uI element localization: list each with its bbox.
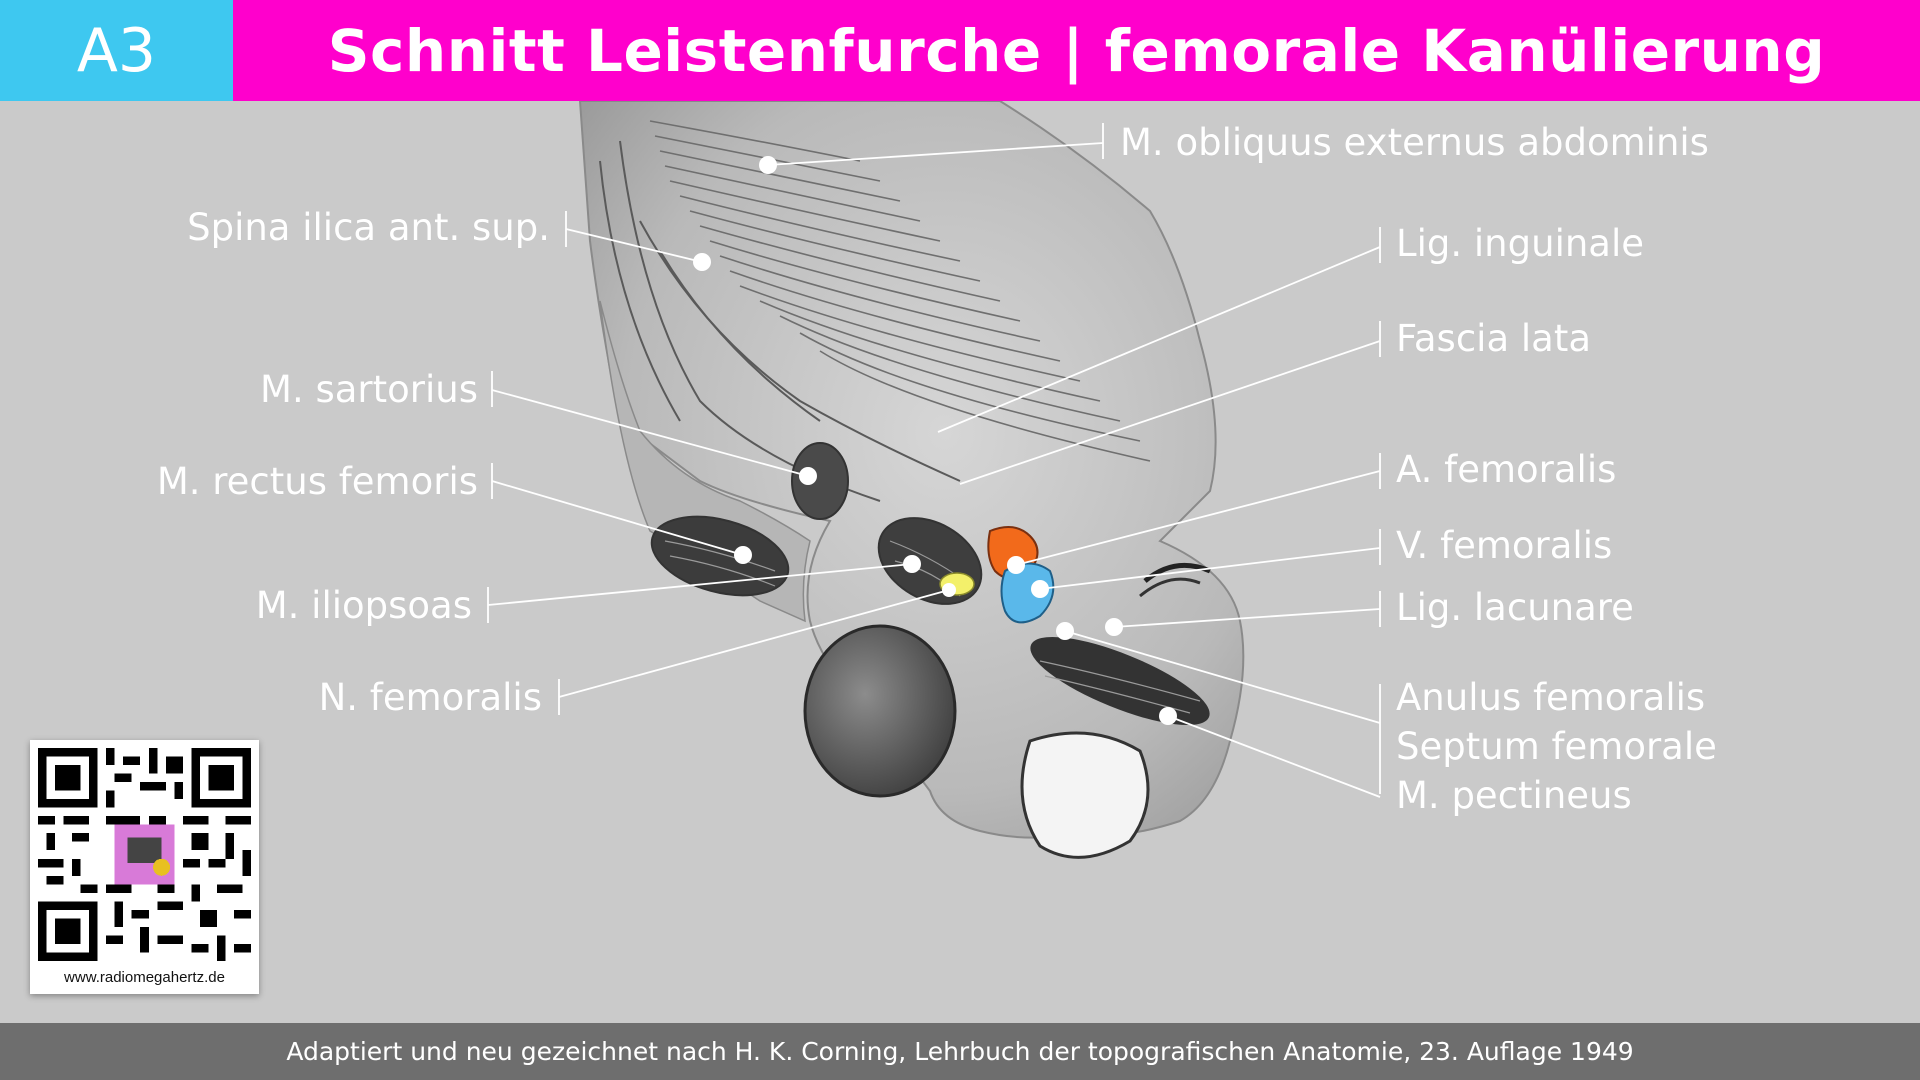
femoral-vein (1000, 562, 1055, 624)
leader-dots (693, 156, 1177, 725)
label-v-femoralis: V. femoralis (1396, 524, 1613, 567)
label-m-pectineus: M. pectineus (1396, 774, 1632, 817)
label-lig-lacunare: Lig. lacunare (1396, 586, 1634, 629)
label-a-femoralis: A. femoralis (1396, 448, 1617, 491)
label-fascia-lata: Fascia lata (1396, 317, 1592, 360)
anatomy-illustration (487, 101, 1381, 859)
anatomy-diagram: M. obliquus externus abdominis Lig. ingu… (0, 101, 1920, 1023)
page-title: Schnitt Leistenfurche | femorale Kanülie… (233, 0, 1920, 101)
label-m-rectus-femoris: M. rectus femoris (156, 460, 478, 503)
femoral-head (803, 624, 957, 798)
label-septum-femorale: Septum femorale (1396, 725, 1717, 768)
qr-url: www.radiomegahertz.de (64, 969, 225, 986)
label-m-iliopsoas: M. iliopsoas (255, 584, 472, 627)
label-lig-inguinale: Lig. inguinale (1396, 222, 1645, 265)
qr-pattern (38, 748, 251, 961)
label-anulus-femoralis: Anulus femoralis (1396, 676, 1706, 719)
muscle-sections (650, 442, 1210, 725)
leader-lines (487, 123, 1381, 798)
obturator-foramen (1020, 731, 1150, 859)
label-n-femoralis: N. femoralis (318, 676, 542, 719)
label-obliquus-externus: M. obliquus externus abdominis (1120, 121, 1709, 164)
label-m-sartorius: M. sartorius (260, 368, 478, 411)
section-badge: A3 (0, 0, 233, 101)
label-spina-ilica: Spina ilica ant. sup. (187, 206, 550, 249)
credit-footer: Adaptiert und neu gezeichnet nach H. K. … (0, 1023, 1920, 1080)
qr-code[interactable]: www.radiomegahertz.de (30, 740, 259, 994)
